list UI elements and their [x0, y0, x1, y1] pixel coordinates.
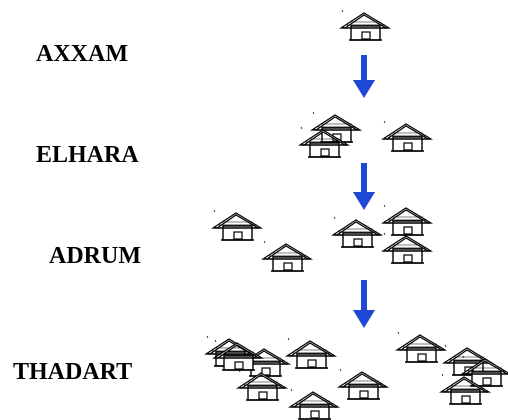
house-icon	[336, 368, 390, 400]
stage-label-elhara: ELHARA	[36, 142, 139, 168]
arrow-down-icon	[353, 163, 375, 210]
house-icon	[380, 204, 434, 236]
house-icon	[380, 120, 434, 152]
house-icon	[459, 355, 508, 387]
house-icon	[297, 126, 351, 158]
house-icon	[235, 369, 289, 401]
arrow-down-icon	[353, 55, 375, 98]
house-icon	[394, 331, 448, 363]
house-icon	[284, 337, 338, 369]
stage-label-axxam: AXXAM	[36, 41, 128, 67]
house-icon	[438, 373, 492, 405]
house-icon	[338, 9, 392, 41]
stage-label-adrum: ADRUM	[49, 243, 141, 269]
house-icon	[260, 240, 314, 272]
arrow-down-icon	[353, 280, 375, 328]
house-icon	[330, 216, 384, 248]
house-icon	[287, 388, 341, 420]
house-icon	[210, 209, 264, 241]
house-icon	[380, 232, 434, 264]
stage-label-thadart: THADART	[13, 359, 133, 385]
house-icon	[211, 339, 265, 371]
